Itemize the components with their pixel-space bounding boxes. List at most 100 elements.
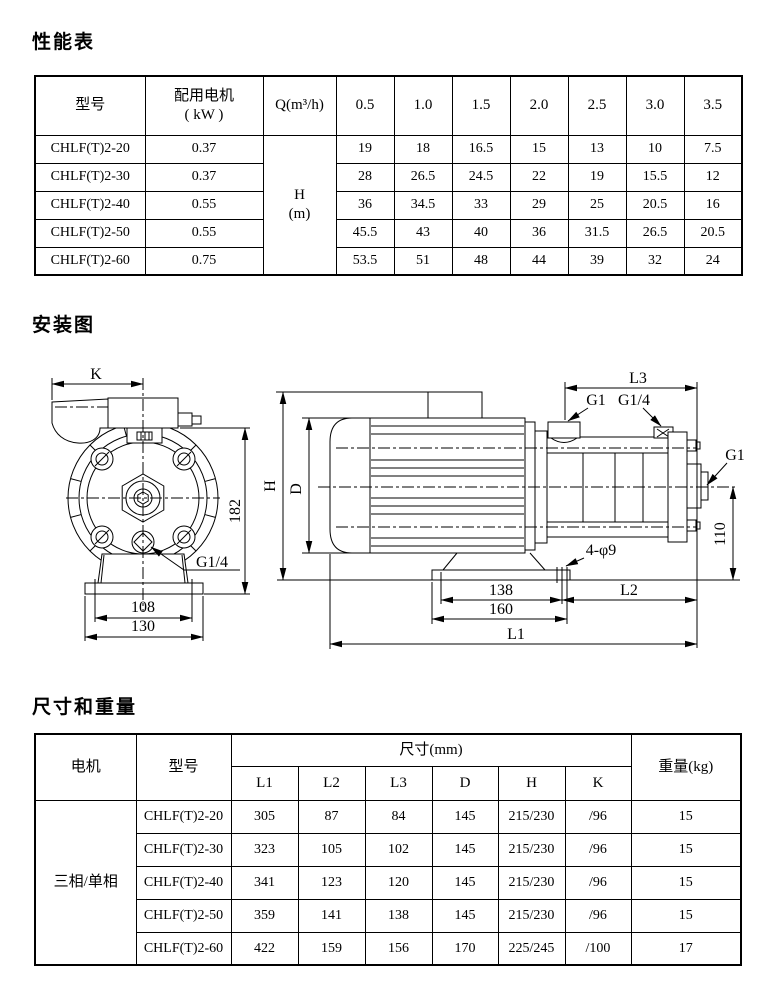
model-cell: CHLF(T)2-50 [34, 218, 146, 248]
head-value-cell: 16.5 [451, 134, 511, 164]
model-cell: CHLF(T)2-30 [135, 832, 232, 867]
head-value-cell: 7.5 [683, 134, 743, 164]
head-value-cell: 45.5 [335, 218, 395, 248]
model-cell: CHLF(T)2-20 [34, 134, 146, 164]
model-cell: CHLF(T)2-50 [135, 898, 232, 933]
power-cell: 0.75 [144, 246, 264, 276]
weight-cell: 15 [630, 865, 742, 900]
head-value-cell: 40 [451, 218, 511, 248]
dim-col-header: L2 [297, 765, 366, 801]
dim-value-cell: 341 [230, 865, 299, 900]
head-value-cell: 19 [335, 134, 395, 164]
head-value-cell: 12 [683, 162, 743, 192]
performance-table: 型号 配用电机 ( kW ) Q(m³/h) 0.5 1.0 1.5 2.0 2… [34, 75, 743, 276]
flow-point-header: 3.5 [683, 75, 743, 136]
dim-label-d: D [288, 483, 305, 495]
head-value-cell: 31.5 [567, 218, 627, 248]
header-line: 配用电机 [173, 88, 234, 104]
head-unit-cell: H (m) [262, 134, 337, 276]
dim-label-108: 108 [131, 599, 155, 616]
head-value-cell: 44 [509, 246, 569, 276]
head-value-cell: 53.5 [335, 246, 395, 276]
dim-label-l3: L3 [629, 370, 647, 387]
holes-label: 4-φ9 [586, 542, 617, 559]
dim-value-cell: 120 [364, 865, 433, 900]
dim-value-cell: 138 [364, 898, 433, 933]
dim-value-cell: 145 [431, 799, 499, 834]
dimensions-table: 电机 型号 尺寸(mm) 重量(kg) L1 L2 L3 D H K 三相/单相… [34, 733, 742, 966]
head-value-cell: 15 [509, 134, 569, 164]
head-value-cell: 24 [683, 246, 743, 276]
head-value-cell: 10 [625, 134, 685, 164]
head-value-cell: 13 [567, 134, 627, 164]
dim-col-header: L1 [230, 765, 299, 801]
port-label-g1-discharge: G1 [725, 447, 745, 464]
head-value-cell: 48 [451, 246, 511, 276]
weight-cell: 15 [630, 799, 742, 834]
weight-header: 重量(kg) [630, 733, 742, 801]
model-header: 型号 [34, 75, 146, 136]
flow-point-header: 3.0 [625, 75, 685, 136]
header-line: ( kW ) [184, 106, 224, 123]
dim-value-cell: 145 [431, 865, 499, 900]
model-cell: CHLF(T)2-40 [34, 190, 146, 220]
dim-label-160: 160 [489, 601, 513, 618]
head-value-cell: 24.5 [451, 162, 511, 192]
power-cell: 0.55 [144, 218, 264, 248]
motor-power-header: 配用电机 ( kW ) [144, 75, 264, 136]
dim-value-cell: /96 [564, 799, 632, 834]
head-value-cell: 16 [683, 190, 743, 220]
motor-type-cell: 三相/单相 [34, 799, 137, 966]
head-value-cell: 25 [567, 190, 627, 220]
dim-label-l2: L2 [620, 582, 638, 599]
weight-cell: 15 [630, 898, 742, 933]
dim-value-cell: 170 [431, 931, 499, 966]
dim-label-h: H [262, 480, 279, 492]
flow-header: Q(m³/h) [262, 75, 337, 136]
flow-point-header: 2.5 [567, 75, 627, 136]
dim-value-cell: 215/230 [497, 865, 566, 900]
dim-value-cell: 305 [230, 799, 299, 834]
head-value-cell: 15.5 [625, 162, 685, 192]
dim-col-header: H [497, 765, 566, 801]
dim-value-cell: 422 [230, 931, 299, 966]
installation-diagram: K 182 G1/4 108 130 [51, 366, 745, 649]
header-line: H [294, 187, 305, 203]
head-value-cell: 39 [567, 246, 627, 276]
dim-value-cell: 102 [364, 832, 433, 867]
model-cell: CHLF(T)2-30 [34, 162, 146, 192]
dim-label-138: 138 [489, 582, 513, 599]
dim-value-cell: 105 [297, 832, 366, 867]
dim-label-182: 182 [227, 499, 244, 523]
head-value-cell: 36 [509, 218, 569, 248]
head-value-cell: 36 [335, 190, 395, 220]
dim-value-cell: /96 [564, 832, 632, 867]
weight-cell: 15 [630, 832, 742, 867]
dim-value-cell: 215/230 [497, 799, 566, 834]
section-title-dimensions: 尺寸和重量 [32, 697, 138, 718]
dim-label-110: 110 [712, 522, 729, 545]
head-value-cell: 29 [509, 190, 569, 220]
side-view-drawing: H D L3 G1 G1/4 G1 110 [262, 370, 745, 649]
head-value-cell: 43 [393, 218, 453, 248]
dim-value-cell: 215/230 [497, 832, 566, 867]
port-label-g1-suction: G1 [586, 392, 606, 409]
dim-value-cell: 145 [431, 898, 499, 933]
head-value-cell: 19 [567, 162, 627, 192]
flow-point-header: 0.5 [335, 75, 395, 136]
port-label-g14-front: G1/4 [196, 554, 228, 571]
dim-value-cell: 87 [297, 799, 366, 834]
dim-label-l1: L1 [507, 626, 525, 643]
head-value-cell: 34.5 [393, 190, 453, 220]
model-cell: CHLF(T)2-40 [135, 865, 232, 900]
header-line: (m) [288, 205, 311, 222]
power-cell: 0.37 [144, 134, 264, 164]
dim-value-cell: /96 [564, 898, 632, 933]
dim-value-cell: 145 [431, 832, 499, 867]
weight-cell: 17 [630, 931, 742, 966]
head-value-cell: 33 [451, 190, 511, 220]
dim-value-cell: 359 [230, 898, 299, 933]
flow-point-header: 1.0 [393, 75, 453, 136]
dim-label-130: 130 [131, 618, 155, 635]
power-cell: 0.37 [144, 162, 264, 192]
